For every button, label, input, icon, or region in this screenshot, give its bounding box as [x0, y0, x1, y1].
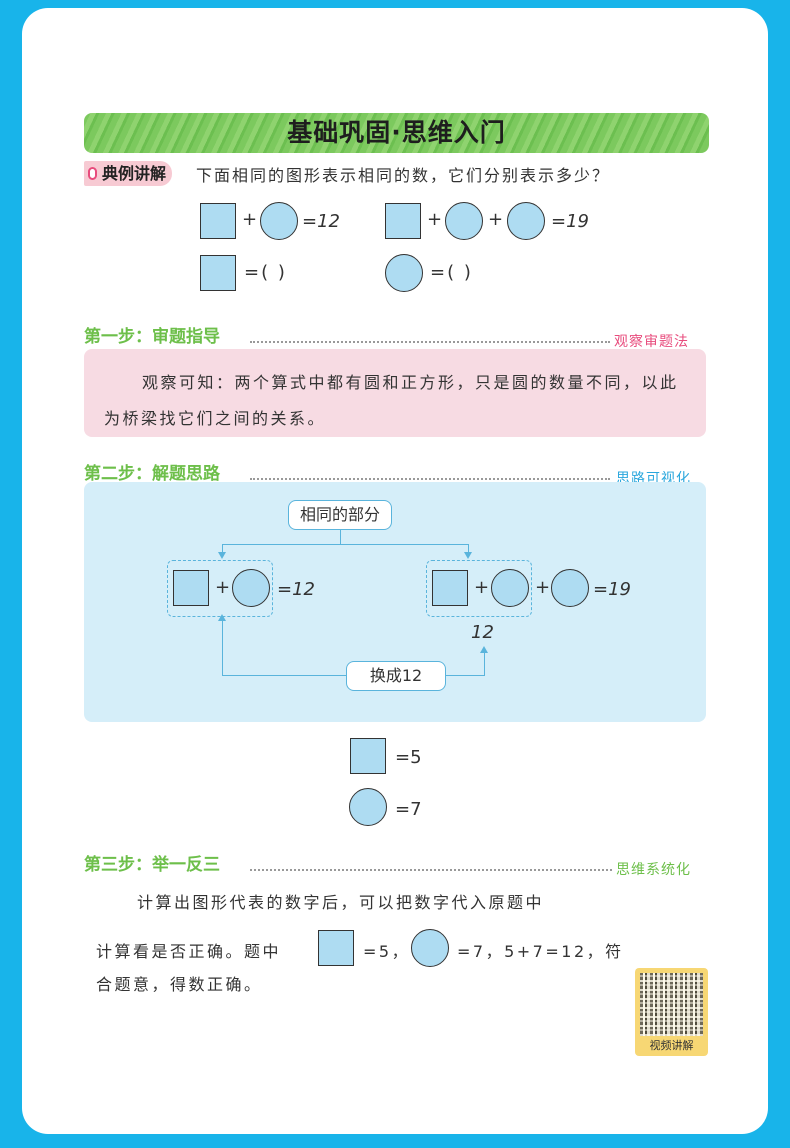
circle-shape: [411, 929, 449, 967]
circle-value: =7: [395, 799, 422, 820]
square-shape: [318, 930, 354, 966]
step-3-title: 第三步：举一反三: [84, 855, 220, 875]
square-value: =5: [395, 747, 422, 768]
square-shape: [432, 570, 468, 606]
arrow-up-icon: [480, 646, 488, 653]
equation-result: =19: [593, 579, 631, 600]
circle-shape: [491, 569, 529, 607]
arrow-down-icon: [218, 552, 226, 559]
step-2-diagram: 相同的部分 + =12 + + =19 12 换成12: [84, 482, 706, 722]
circle-shape: [445, 202, 483, 240]
dotted-divider: [250, 341, 610, 343]
step-3-line-2a: 计算看是否正确。题中: [96, 942, 282, 961]
step-1-tag: 观察审题法: [614, 334, 689, 350]
circle-shape: [385, 254, 423, 292]
plus-sign: +: [242, 209, 258, 230]
connector-line: [222, 675, 346, 676]
circle-shape: [551, 569, 589, 607]
square-shape: [350, 738, 386, 774]
step-1-box: 观察可知：两个算式中都有圆和正方形，只是圆的数量不同，以此为桥梁找它们之间的关系…: [84, 349, 706, 437]
arrow-down-icon: [464, 552, 472, 559]
replace-label: 换成12: [346, 661, 446, 691]
step-1-text: 观察可知：两个算式中都有圆和正方形，只是圆的数量不同，以此为桥梁找它们之间的关系…: [104, 373, 679, 428]
arrow-up-icon: [218, 614, 226, 621]
step-2-title: 第二步：解题思路: [84, 464, 220, 484]
plus-sign: +: [427, 209, 443, 230]
same-part-label: 相同的部分: [288, 500, 392, 530]
square-shape: [385, 203, 421, 239]
substituted-value: 12: [471, 622, 494, 643]
answer-blank: =( ): [430, 262, 473, 283]
step-3-line-2b: =5，: [363, 942, 411, 961]
answer-blank: =( ): [244, 262, 287, 283]
circle-shape: [507, 202, 545, 240]
equation-result: =19: [551, 211, 589, 232]
circle-shape: [232, 569, 270, 607]
connector-line: [340, 530, 341, 544]
dotted-divider: [250, 478, 610, 480]
connector-line: [468, 544, 469, 554]
connector-line: [222, 544, 468, 545]
same-part-group-2: [426, 560, 532, 617]
circle-shape: [260, 202, 298, 240]
step-3-tag: 思维系统化: [616, 862, 691, 878]
square-shape: [200, 203, 236, 239]
plus-sign: +: [215, 577, 231, 598]
equation-result: =12: [277, 579, 315, 600]
square-shape: [200, 255, 236, 291]
step-3-line-1: 计算出图形代表的数字后，可以把数字代入原题中: [137, 893, 545, 912]
video-qr-code[interactable]: 视频讲解: [635, 968, 708, 1056]
question-text: 下面相同的图形表示相同的数，它们分别表示多少？: [196, 166, 611, 185]
connector-line: [222, 619, 223, 675]
qr-label: 视频讲解: [649, 1039, 694, 1052]
step-3-line-3: 合题意，得数正确。: [96, 975, 263, 994]
dotted-divider: [250, 869, 612, 871]
example-tag-label: 典例讲解: [102, 164, 167, 183]
plus-sign: +: [474, 577, 490, 598]
bullet-icon: [88, 167, 97, 180]
step-3-line-2c: =7，5+7=12，符: [457, 942, 624, 961]
connector-line: [484, 652, 485, 676]
plus-sign: +: [488, 209, 504, 230]
section-title-banner: 基础巩固·思维入门: [84, 113, 709, 153]
plus-sign: +: [535, 577, 551, 598]
example-tag: 典例讲解: [84, 161, 173, 186]
connector-line: [222, 544, 223, 554]
qr-code-icon: [640, 973, 703, 1036]
connector-line: [446, 675, 484, 676]
square-shape: [173, 570, 209, 606]
equation-result: =12: [302, 211, 340, 232]
circle-shape: [349, 788, 387, 826]
step-1-title: 第一步：审题指导: [84, 327, 220, 347]
